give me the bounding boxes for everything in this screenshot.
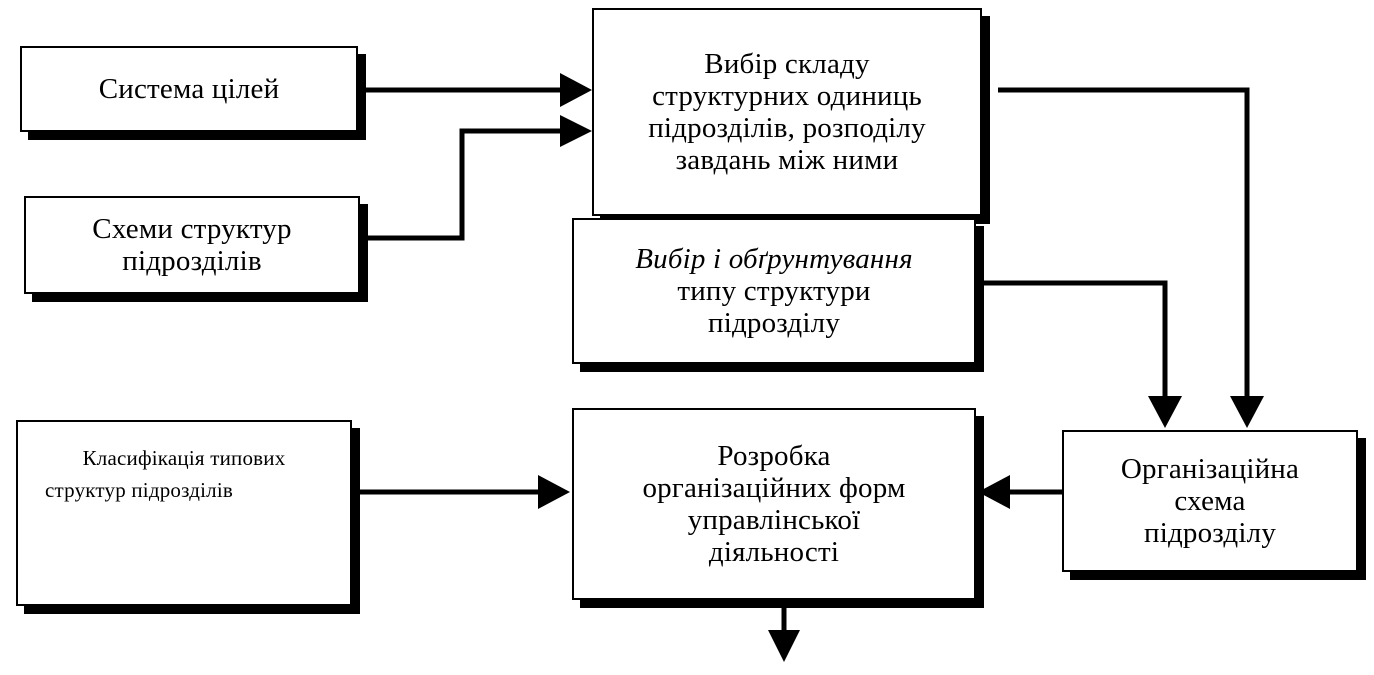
edge-selection-orgscheme	[998, 87, 1250, 396]
node-development: Розробка організаційних форм управлінськ…	[572, 408, 976, 600]
node-selection-line-3: підрозділів, розподілу	[648, 112, 926, 144]
arrowhead-schemes-selection	[560, 115, 592, 147]
arrowhead-selection-orgscheme	[1230, 396, 1264, 428]
node-development-line-4: діяльності	[708, 536, 840, 568]
node-justification-line-1: Вибір і обґрунтування	[635, 243, 913, 275]
node-selection-line-2: структурних одиниць	[652, 80, 922, 112]
node-justification-line-3: підрозділу	[707, 307, 841, 339]
node-classification-line-1: Класифікація типових	[82, 446, 286, 470]
node-org-scheme: Організаційна схема підрозділу	[1062, 430, 1358, 572]
node-development-line-3: управлінської	[687, 504, 861, 536]
arrowhead-classification-development	[538, 475, 570, 509]
node-selection-line-1: Вибір складу	[704, 48, 870, 80]
node-org-scheme-line-3: підрозділу	[1143, 517, 1277, 549]
arrowhead-goals-selection	[560, 73, 592, 107]
node-development-line-1: Розробка	[717, 440, 831, 472]
node-justification-line-2: типу структури	[677, 275, 871, 307]
node-schemes-line-1: Схеми структур	[92, 213, 292, 245]
arrowhead-development-down	[768, 630, 800, 662]
node-goals-line-1: Система цілей	[98, 73, 280, 105]
node-selection: Вибір складу структурних одиниць підрозд…	[592, 8, 982, 216]
node-classification: Класифікація типових структур підрозділі…	[16, 420, 352, 606]
node-schemes-line-2: підрозділів	[122, 245, 262, 277]
node-org-scheme-line-2: схема	[1174, 485, 1246, 517]
node-org-scheme-line-1: Організаційна	[1120, 453, 1300, 485]
node-goals: Система цілей	[20, 46, 358, 132]
node-justification: Вибір і обґрунтування типу структури під…	[572, 218, 976, 364]
node-development-line-2: організаційних форм	[642, 472, 906, 504]
arrowhead-orgscheme-development	[978, 475, 1010, 509]
node-selection-line-4: завдань між ними	[675, 144, 899, 176]
node-schemes: Схеми структур підрозділів	[24, 196, 360, 294]
arrowhead-justification-orgscheme	[1148, 396, 1182, 428]
edge-justification-orgscheme	[978, 280, 1168, 396]
edge-schemes-selection	[362, 128, 560, 241]
node-classification-line-2: структур підрозділів	[45, 478, 233, 502]
